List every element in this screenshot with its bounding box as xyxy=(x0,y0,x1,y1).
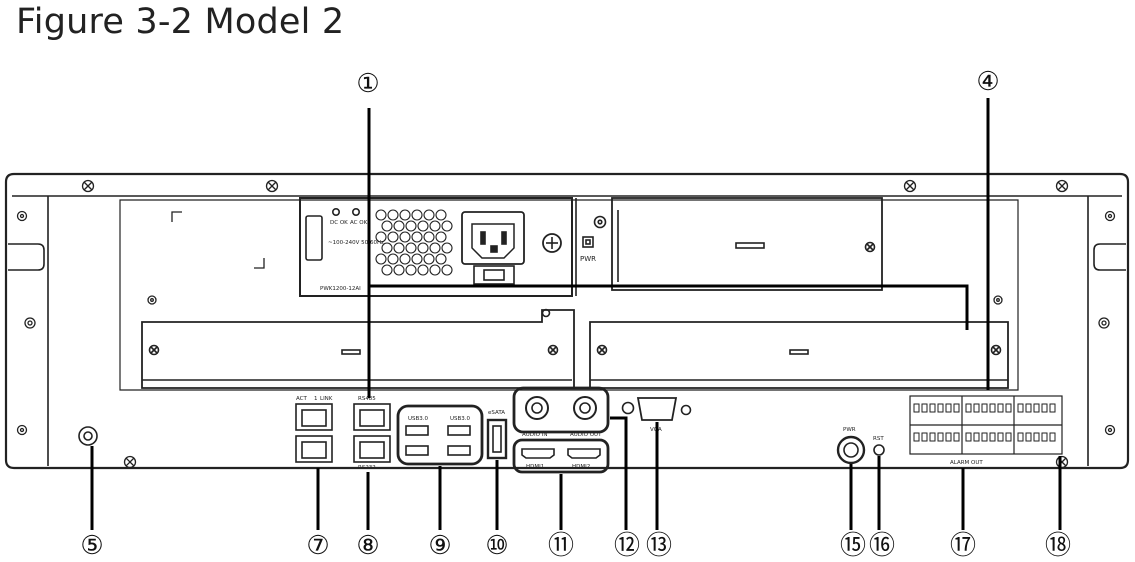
esata-port xyxy=(486,418,508,460)
screw-icon xyxy=(903,179,917,193)
power-supply-module xyxy=(299,197,607,297)
callout-16: ⑯ xyxy=(869,531,895,561)
hdmi1-label: HDMI1 xyxy=(526,464,544,470)
chassis xyxy=(4,172,1130,470)
callout-18: ⑱ xyxy=(1045,531,1071,561)
screw-icon xyxy=(148,344,160,356)
screw-icon xyxy=(1055,455,1069,469)
callout-10: ⑩ xyxy=(485,531,508,561)
callout-numbers: ① ④ ⑤ ⑦ ⑧ ⑨ ⑩ ⑪ ⑫ ⑬ ⑮ ⑯ ⑰ ⑱ xyxy=(80,67,1071,561)
rs485-label: RS485 xyxy=(358,396,376,402)
usb-left-label: USB3.0 xyxy=(408,416,429,422)
usb-ports xyxy=(396,404,484,466)
audio-in-label: AUDIO IN xyxy=(522,432,547,438)
serial-ports xyxy=(353,403,391,463)
power-switch xyxy=(836,435,866,465)
screw-icon xyxy=(265,179,279,193)
callout-1: ① xyxy=(356,69,379,99)
blank-slot-cover-right xyxy=(589,321,1009,389)
rs232-label: RS232 xyxy=(358,465,376,471)
screw-icon xyxy=(864,241,876,253)
hdmi2-label: HDMI2 xyxy=(572,464,590,470)
screw-icon xyxy=(990,344,1002,356)
psu-rating-label: ~100-240V 50/60Hz xyxy=(328,240,384,246)
port-one-label: 1 xyxy=(314,396,318,402)
psu-handle-screw-icon xyxy=(542,233,562,253)
screw-icon xyxy=(123,455,137,469)
leader-lines xyxy=(90,98,1062,530)
rst-label: RST xyxy=(873,436,884,442)
callout-4: ④ xyxy=(976,67,999,97)
callout-17: ⑰ xyxy=(950,531,976,561)
device-labels: DC OK AC OK ~100-240V 50/60Hz PWK1200-12… xyxy=(296,220,983,471)
vga-port xyxy=(636,397,692,421)
ac-inlet-icon xyxy=(461,211,525,265)
psu-model-label: PWK1200-12AI xyxy=(320,286,361,292)
ground-terminal-icon xyxy=(78,426,98,446)
figure-title: Figure 3-2 Model 2 xyxy=(16,2,345,42)
screw-icon xyxy=(1055,179,1069,193)
alarm-out-label: ALARM OUT xyxy=(950,460,983,466)
pwr-switch-label: PWR xyxy=(843,427,856,433)
screw-icon xyxy=(596,344,608,356)
usb-right-label: USB3.0 xyxy=(450,416,471,422)
callout-11: ⑪ xyxy=(548,531,574,561)
link-label: LINK xyxy=(320,396,333,402)
callout-5: ⑤ xyxy=(80,531,103,561)
pwr-label: PWR xyxy=(580,255,596,263)
callout-8: ⑧ xyxy=(356,531,379,561)
screw-icon xyxy=(547,344,559,356)
psu-dc-ok-label: DC OK xyxy=(330,220,348,226)
audio-ports xyxy=(512,386,610,434)
alarm-terminal-blocks xyxy=(909,395,1063,455)
esata-label: eSATA xyxy=(488,410,505,416)
callout-9: ⑨ xyxy=(428,531,451,561)
callout-15: ⑮ xyxy=(840,531,866,561)
psu-vent-grille xyxy=(375,209,453,276)
psu-ac-ok-label: AC OK xyxy=(350,220,368,226)
callout-13: ⑬ xyxy=(646,531,672,561)
reset-button xyxy=(873,444,885,456)
network-ports xyxy=(295,403,333,463)
blank-module-top-right xyxy=(611,197,883,291)
screw-icon xyxy=(81,179,95,193)
blank-slot-cover-left xyxy=(141,308,575,389)
chassis-screws xyxy=(16,179,1116,469)
hdmi-ports xyxy=(512,438,610,474)
callout-12: ⑫ xyxy=(614,531,640,561)
act-label: ACT xyxy=(296,396,308,402)
callout-7: ⑦ xyxy=(306,531,329,561)
audio-out-label: AUDIO OUT xyxy=(570,432,602,438)
